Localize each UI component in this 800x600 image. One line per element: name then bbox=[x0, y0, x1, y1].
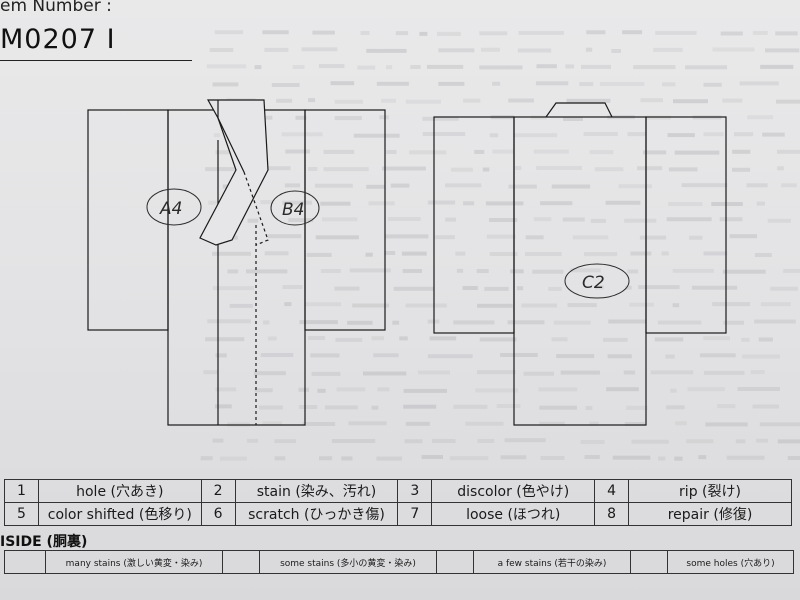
legend-label: color shifted (色移り) bbox=[37, 502, 202, 526]
legend-num: 2 bbox=[200, 479, 236, 503]
front-right-sleeve bbox=[304, 109, 386, 331]
legend-label: hole (穴あき) bbox=[37, 479, 202, 503]
inside-condition-table: many stains (激しい黄変・染み) some stains (多小の黄… bbox=[4, 550, 794, 574]
legend-num: 4 bbox=[594, 479, 630, 503]
annotation-a4: A4 bbox=[159, 199, 182, 219]
front-collar-inner bbox=[217, 100, 245, 173]
kimono-front bbox=[87, 99, 386, 426]
back-right-sleeve bbox=[645, 116, 727, 334]
kimono-back bbox=[433, 102, 727, 426]
inside-checkbox-cell[interactable] bbox=[4, 550, 46, 574]
inside-checkbox-cell[interactable] bbox=[436, 550, 474, 574]
legend-label: stain (染み、汚れ) bbox=[234, 479, 399, 503]
inside-checkbox-cell[interactable] bbox=[222, 550, 260, 574]
item-number: M0207 I bbox=[0, 24, 116, 55]
inside-checkbox-cell[interactable] bbox=[630, 550, 668, 574]
front-collar bbox=[199, 99, 269, 246]
damage-legend-table: 1 hole (穴あき) 2 stain (染み、汚れ) 3 discolor … bbox=[4, 479, 792, 526]
legend-row: 1 hole (穴あき) 2 stain (染み、汚れ) 3 discolor … bbox=[4, 479, 792, 503]
legend-num: 8 bbox=[594, 502, 630, 526]
inside-section-label: ISIDE (胴裏) bbox=[0, 534, 88, 550]
legend-num: 3 bbox=[397, 479, 433, 503]
legend-row: 5 color shifted (色移り) 6 scratch (ひっかき傷) … bbox=[4, 502, 792, 526]
legend-label: rip (裂け) bbox=[628, 479, 792, 503]
annotation-circle-c2 bbox=[564, 263, 630, 299]
legend-label: scratch (ひっかき傷) bbox=[234, 502, 399, 526]
legend-num: 1 bbox=[4, 479, 39, 503]
annotation-circle-a4 bbox=[146, 188, 202, 226]
legend-num: 6 bbox=[200, 502, 236, 526]
back-left-sleeve bbox=[433, 116, 515, 334]
legend-num: 7 bbox=[397, 502, 433, 526]
legend-label: loose (ほつれ) bbox=[431, 502, 596, 526]
legend-num: 5 bbox=[4, 502, 39, 526]
annotation-c2: C2 bbox=[582, 273, 605, 293]
legend-label: discolor (色やけ) bbox=[431, 479, 596, 503]
item-number-label: em Number : bbox=[0, 0, 112, 16]
item-number-underline bbox=[0, 60, 192, 61]
inside-option: a few stains (若干の染み) bbox=[473, 550, 631, 574]
inside-option: some holes (穴あり) bbox=[667, 550, 794, 574]
back-collar bbox=[545, 102, 613, 118]
inside-option: many stains (激しい黄変・染み) bbox=[45, 550, 223, 574]
inside-option: some stains (多小の黄変・染み) bbox=[259, 550, 437, 574]
annotation-b4: B4 bbox=[282, 200, 304, 220]
front-underlap bbox=[243, 171, 269, 246]
annotation-circle-b4 bbox=[270, 190, 320, 226]
legend-label: repair (修復) bbox=[628, 502, 792, 526]
back-body bbox=[513, 116, 647, 426]
inside-row: many stains (激しい黄変・染み) some stains (多小の黄… bbox=[4, 550, 794, 574]
